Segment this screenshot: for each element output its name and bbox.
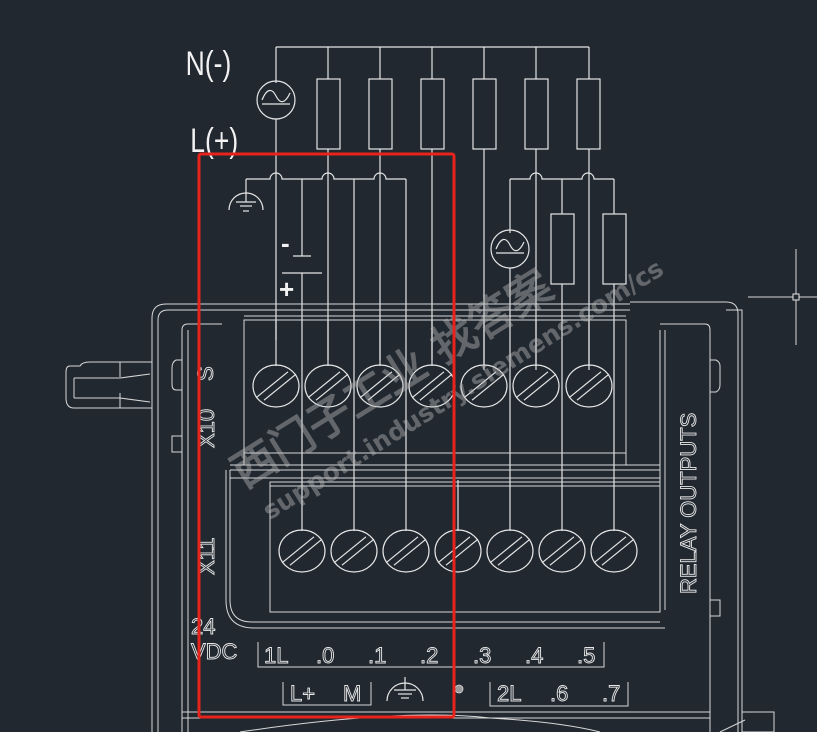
ac-source-icon bbox=[256, 80, 296, 340]
terminal-label-3: .3 bbox=[473, 643, 491, 668]
upper-terminal-row bbox=[252, 320, 613, 408]
terminal-labels-row-2: L+ M 2L .6 .7 bbox=[282, 677, 629, 707]
lower-terminal-row bbox=[278, 480, 638, 573]
terminal-label-6: .6 bbox=[550, 681, 568, 706]
line-bus-right bbox=[509, 172, 615, 233]
screw-terminal-x10-6 bbox=[565, 364, 613, 408]
terminal-label-M: M bbox=[343, 681, 361, 706]
terminal-label-1: .1 bbox=[368, 643, 386, 668]
screw-terminal-x11-5 bbox=[538, 529, 586, 573]
screw-terminal-x10-5 bbox=[512, 364, 560, 408]
cad-crosshair-cursor[interactable] bbox=[748, 249, 817, 345]
load-4-icon bbox=[472, 78, 497, 150]
load-resistor-icons bbox=[316, 78, 601, 150]
line-bus-left bbox=[245, 172, 407, 480]
screw-terminal-x10-4 bbox=[460, 364, 508, 408]
terminal-label-7: .7 bbox=[602, 681, 620, 706]
screw-terminal-x11-0 bbox=[278, 529, 326, 573]
terminal-label-0: .0 bbox=[316, 643, 334, 668]
screw-terminal-x10-1 bbox=[304, 364, 352, 408]
siemens-logo-icon: S bbox=[193, 366, 219, 382]
protective-earth-icon bbox=[386, 677, 424, 702]
neutral-bus bbox=[275, 46, 590, 83]
neutral-label: N(-) bbox=[186, 45, 232, 83]
terminal-label-4: .4 bbox=[525, 643, 543, 668]
terminal-label-2: .2 bbox=[420, 643, 438, 668]
screw-terminal-x11-2 bbox=[382, 529, 430, 573]
highlight-box bbox=[197, 152, 456, 719]
screw-terminal-x10-2 bbox=[356, 364, 404, 408]
watermark-line-1: 西门子工业 找答案 bbox=[223, 260, 562, 498]
load-7-icon bbox=[550, 213, 575, 285]
voltage-label-24: 24 bbox=[191, 614, 215, 639]
screw-terminal-x11-6 bbox=[590, 529, 638, 573]
terminal-label-2L: 2L bbox=[497, 681, 521, 706]
terminal-label-1L: 1L bbox=[264, 643, 288, 668]
ac-source-right-icon bbox=[490, 229, 530, 480]
relay-outputs-label: RELAY OUTPUTS bbox=[676, 413, 701, 594]
screw-terminal-x11-1 bbox=[330, 529, 378, 573]
load-1-icon bbox=[316, 78, 341, 150]
module-housing bbox=[65, 301, 775, 732]
screw-terminal-x10-0 bbox=[252, 364, 300, 408]
load-5-icon bbox=[524, 78, 549, 150]
svg-text:S: S bbox=[193, 366, 218, 381]
screw-terminal-x11-3 bbox=[434, 529, 482, 573]
watermark: 西门子工业 找答案 support.industry.siemens.com/c… bbox=[223, 254, 669, 526]
watermark-line-2: support.industry.siemens.com/cs bbox=[257, 254, 668, 526]
dc-plus-label: + bbox=[279, 274, 294, 304]
dc-minus-label: - bbox=[281, 228, 290, 258]
load-6-icon bbox=[576, 78, 601, 150]
indicator-dot-icon bbox=[454, 684, 464, 694]
load-2-icon bbox=[368, 78, 393, 150]
terminal-label-5: .5 bbox=[577, 643, 595, 668]
screw-terminal-x11-4 bbox=[486, 529, 534, 573]
load-3-icon bbox=[420, 78, 445, 150]
terminal-label-L-plus: L+ bbox=[290, 681, 315, 706]
ground-icon bbox=[228, 192, 264, 212]
terminal-labels-row-1: 1L .0 .1 .2 .3 .4 .5 bbox=[257, 642, 605, 668]
dc-source-icon bbox=[282, 255, 322, 480]
lower-loads bbox=[550, 213, 627, 480]
